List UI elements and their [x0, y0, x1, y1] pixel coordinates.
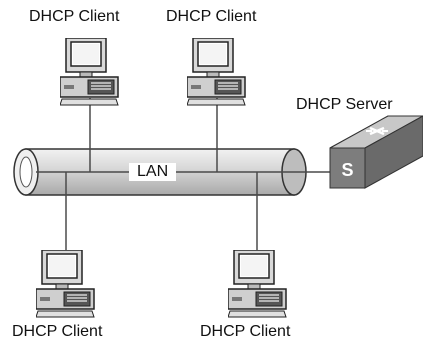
computer-icon — [60, 38, 119, 106]
svg-text:S: S — [341, 160, 353, 180]
server-label: DHCP Server — [296, 96, 393, 113]
switch-icon: S — [329, 115, 423, 189]
computer-icon — [187, 38, 246, 106]
client-label-top-left: DHCP Client — [29, 8, 120, 25]
client-label-top-right: DHCP Client — [166, 8, 257, 25]
computer-icon — [228, 250, 287, 318]
client-label-bottom-left: DHCP Client — [12, 323, 103, 340]
client-label-bottom-right: DHCP Client — [200, 323, 291, 340]
computer-icon — [36, 250, 95, 318]
lan-label: LAN — [129, 163, 177, 181]
